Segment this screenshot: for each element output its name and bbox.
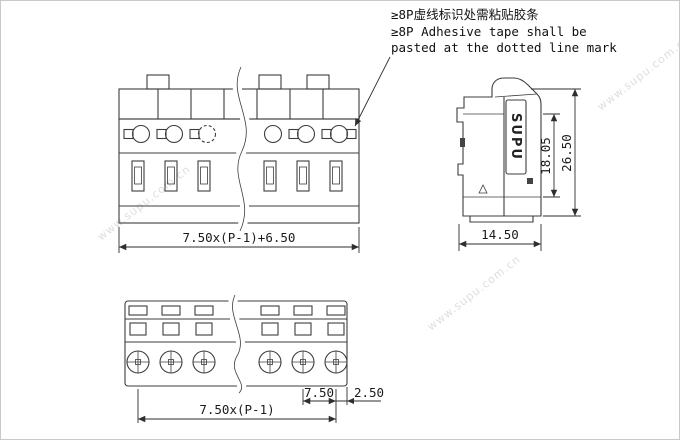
brand-text: SUPU [508, 113, 523, 161]
terminal-hole [263, 124, 283, 144]
side-detail-marker [460, 138, 465, 147]
side-outer-height-dimension: 26.50 [531, 88, 581, 217]
leader-line [354, 56, 391, 127]
front-width-dimension: 7.50x(P-1)+6.50 [118, 227, 360, 253]
test-hole [156, 128, 167, 140]
bottom-pitch-dimension: 7.50 [302, 385, 337, 423]
side-inner-height-dimension: 18.05 [538, 113, 560, 198]
annotation-text-en-2: pasted at the dotted line mark [391, 40, 617, 55]
side-feet [469, 216, 534, 223]
test-hole [346, 128, 357, 140]
annotation-text-cn: ≥8P虚线标识处需粘贴胶条 [391, 7, 539, 22]
pitch-dim-label: 7.50 [304, 385, 334, 400]
arrow [347, 398, 354, 404]
side-detail-marker [527, 178, 533, 184]
bottom-edge-offset-dimension: 2.50 [336, 385, 384, 405]
lever [258, 74, 282, 90]
front-slots [131, 160, 343, 192]
terminal-hole-dashed [197, 124, 217, 144]
screw-heads [126, 350, 348, 374]
bottom-width-dim-label: 7.50x(P-1) [199, 402, 274, 417]
inner-height-dim-label: 18.05 [538, 137, 553, 175]
bottom-width-dimension: 7.50x(P-1) [137, 389, 336, 423]
depth-dim-label: 14.50 [481, 227, 519, 242]
outer-height-dim-label: 26.50 [559, 134, 574, 172]
side-outline [456, 77, 542, 217]
terminal-hole [164, 124, 184, 144]
bottom-view [124, 293, 348, 397]
watermark: www.supu.com.cn www.supu.com.cn www.supu… [95, 33, 679, 334]
front-width-dim-label: 7.50x(P-1)+6.50 [183, 230, 296, 245]
terminal-hole [329, 124, 349, 144]
test-hole [189, 128, 200, 140]
side-view: SUPU [456, 77, 542, 223]
test-hole [123, 128, 134, 140]
brand-plate [505, 99, 527, 175]
annotation: ≥8P虚线标识处需粘贴胶条 ≥8P Adhesive tape shall be… [354, 7, 617, 127]
side-depth-dimension: 14.50 [458, 224, 542, 251]
watermark-text: www.supu.com.cn [425, 253, 523, 334]
break-line [236, 66, 247, 232]
lever [306, 74, 330, 90]
test-hole [321, 128, 332, 140]
edge-offset-dim-label: 2.50 [354, 385, 384, 400]
terminal-hole [296, 124, 316, 144]
test-hole [288, 128, 299, 140]
annotation-text-en-1: ≥8P Adhesive tape shall be [391, 24, 587, 39]
bottom-buttons [128, 305, 346, 336]
recycling-mark [478, 184, 488, 194]
break-line [232, 294, 242, 394]
terminal-hole [131, 124, 151, 144]
lever [146, 74, 170, 90]
front-view [118, 65, 360, 233]
